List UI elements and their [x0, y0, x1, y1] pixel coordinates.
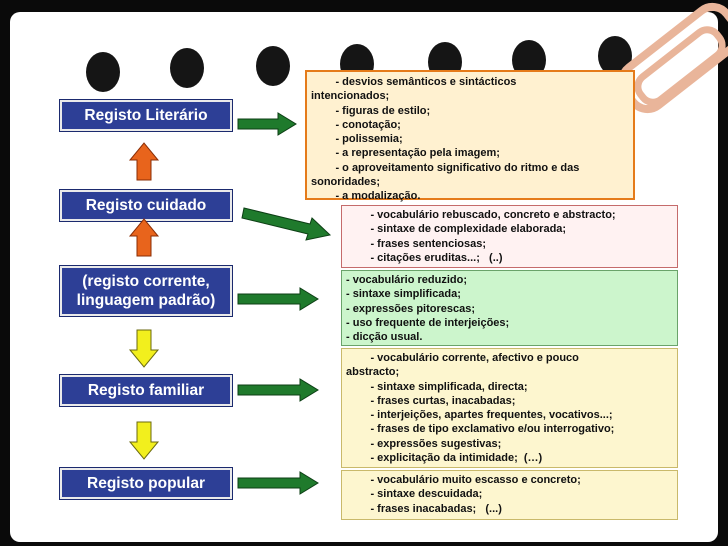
box-line: - frases inacabadas; (...) [346, 502, 502, 515]
box-registo-corrente: - vocabulário reduzido; - sintaxe simpli… [341, 270, 678, 346]
arrow-down-icon [128, 421, 160, 460]
box-line: - o aproveitamento significativo do ritm… [311, 161, 580, 174]
arrow-up-icon [128, 142, 160, 181]
box-registo-popular: - vocabulário muito escasso e concreto; … [341, 470, 678, 520]
binder-hole-icon [256, 46, 290, 86]
label-registo-cuidado: Registo cuidado [60, 190, 232, 221]
box-line: - frases curtas, inacabadas; [346, 394, 516, 407]
box-line: - vocabulário muito escasso e concreto; [346, 474, 581, 486]
box-line: - desvios semânticos e sintácticos [311, 76, 517, 88]
binder-hole-icon [170, 48, 204, 88]
arrow-right-icon [237, 378, 319, 402]
box-line: intencionados; [311, 90, 390, 103]
box-line: - expressões pitorescas; [346, 302, 476, 315]
box-line: abstracto; [346, 366, 400, 379]
box-line: - sintaxe simplificada, directa; [346, 380, 528, 393]
arrow-up-icon [128, 218, 160, 257]
arrow-down-icon [128, 329, 160, 368]
box-line: sonoridades; [311, 176, 381, 189]
box-line: - sintaxe de complexidade elaborada; [346, 223, 567, 236]
box-line: - sintaxe simplificada; [346, 288, 461, 301]
box-line: - expressões sugestivas; [346, 437, 502, 450]
box-line: - vocabulário reduzido; [346, 274, 468, 286]
box-line: - conotação; [311, 118, 401, 131]
arrow-right-icon [237, 287, 319, 311]
label-registo-corrente: (registo corrente, linguagem padrão) [60, 266, 232, 316]
box-line: - a representação pela imagem; [311, 147, 500, 160]
label-registo-popular: Registo popular [60, 468, 232, 499]
box-line: - explicitação da intimidade; (…) [346, 452, 543, 465]
box-line: - citações eruditas...; (..) [346, 251, 503, 264]
arrow-right-icon [237, 471, 319, 495]
box-line: - polissemia; [311, 133, 403, 146]
box-registo-literario: - desvios semânticos e sintácticos inten… [305, 70, 635, 203]
box-line: - vocabulário rebuscado, concreto e abst… [346, 209, 616, 221]
box-line: - uso frequente de interjeições; [346, 316, 510, 329]
box-line: - dicção usual. [346, 331, 423, 344]
binder-hole-icon [598, 36, 632, 76]
box-line: - frases de tipo exclamativo e/ou interr… [346, 423, 615, 436]
box-line: - interjeições, apartes frequentes, voca… [346, 409, 613, 422]
box-line: - a modalização. [311, 190, 421, 203]
box-line: - sintaxe descuidada; [346, 488, 483, 501]
box-line: - figuras de estilo; [311, 104, 431, 117]
box-registo-familiar: - vocabulário corrente, afectivo e pouco… [341, 348, 678, 468]
binder-hole-icon [86, 52, 120, 92]
arrow-right-icon [237, 112, 297, 136]
label-registo-literario: Registo Literário [60, 100, 232, 131]
box-line: - frases sentenciosas; [346, 237, 487, 250]
arrow-right-icon [241, 207, 332, 241]
box-line: - vocabulário corrente, afectivo e pouco [346, 352, 579, 364]
box-registo-cuidado: - vocabulário rebuscado, concreto e abst… [341, 205, 678, 268]
label-registo-familiar: Registo familiar [60, 375, 232, 406]
